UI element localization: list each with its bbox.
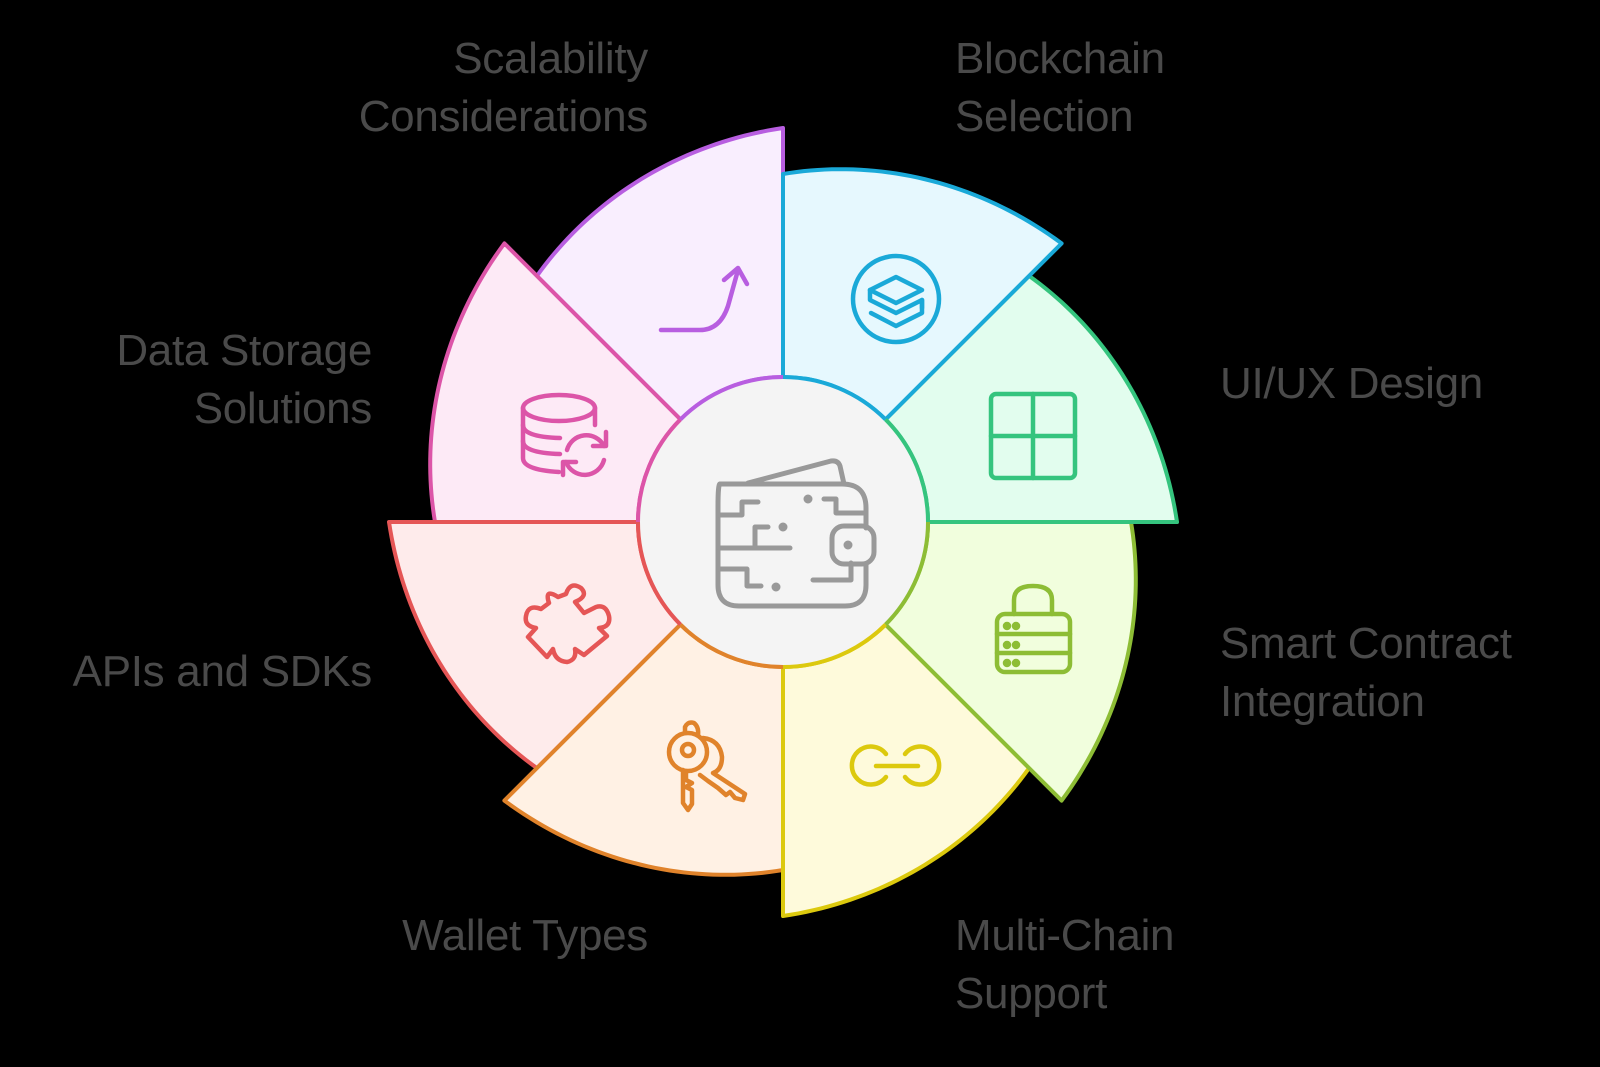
puzzle-piece-icon	[523, 583, 612, 665]
hub-ring-arc	[679, 375, 784, 421]
label-line: Scalability	[453, 34, 648, 83]
growth-curve-arrow-icon	[658, 265, 750, 333]
label-line: Selection	[955, 92, 1134, 141]
label-line: Considerations	[358, 92, 649, 141]
hub-ring-arc	[884, 418, 930, 523]
grid-layout-icon	[988, 391, 1078, 481]
hub-ring-arc	[679, 623, 784, 669]
keys-icon	[666, 720, 748, 813]
label-line: Wallet Types	[402, 911, 648, 960]
chain-link-icon	[849, 744, 942, 787]
digital-wallet-circuit-icon	[715, 458, 877, 609]
label-line: Integration	[1220, 677, 1425, 726]
label-line: Blockchain	[955, 34, 1165, 83]
label-ui-ux-design: UI/UX Design	[1220, 355, 1483, 413]
hub-ring-arc	[636, 418, 682, 523]
label-line: Support	[955, 969, 1108, 1018]
hub-ring-arc	[884, 521, 930, 626]
hub-ring-arc	[782, 623, 887, 669]
label-wallet-types: Wallet Types	[402, 907, 648, 965]
label-line: Smart Contract	[1220, 619, 1512, 668]
hub	[636, 375, 930, 669]
label-line: UI/UX Design	[1220, 359, 1483, 408]
stacked-layers-circle-icon	[850, 253, 942, 345]
hub-ring-arc	[636, 521, 682, 626]
label-line: Solutions	[193, 384, 373, 433]
hub-circle	[638, 377, 928, 667]
label-line: APIs and SDKs	[72, 647, 373, 696]
label-line: Data Storage	[116, 326, 372, 375]
hub-ring-arc	[782, 375, 887, 421]
label-apis-and-sdks: APIs and SDKs	[72, 643, 373, 701]
database-sync-icon	[520, 392, 609, 478]
icons-layer	[520, 253, 1078, 813]
label-line: Multi-Chain	[955, 911, 1175, 960]
server-lock-icon	[994, 583, 1073, 675]
